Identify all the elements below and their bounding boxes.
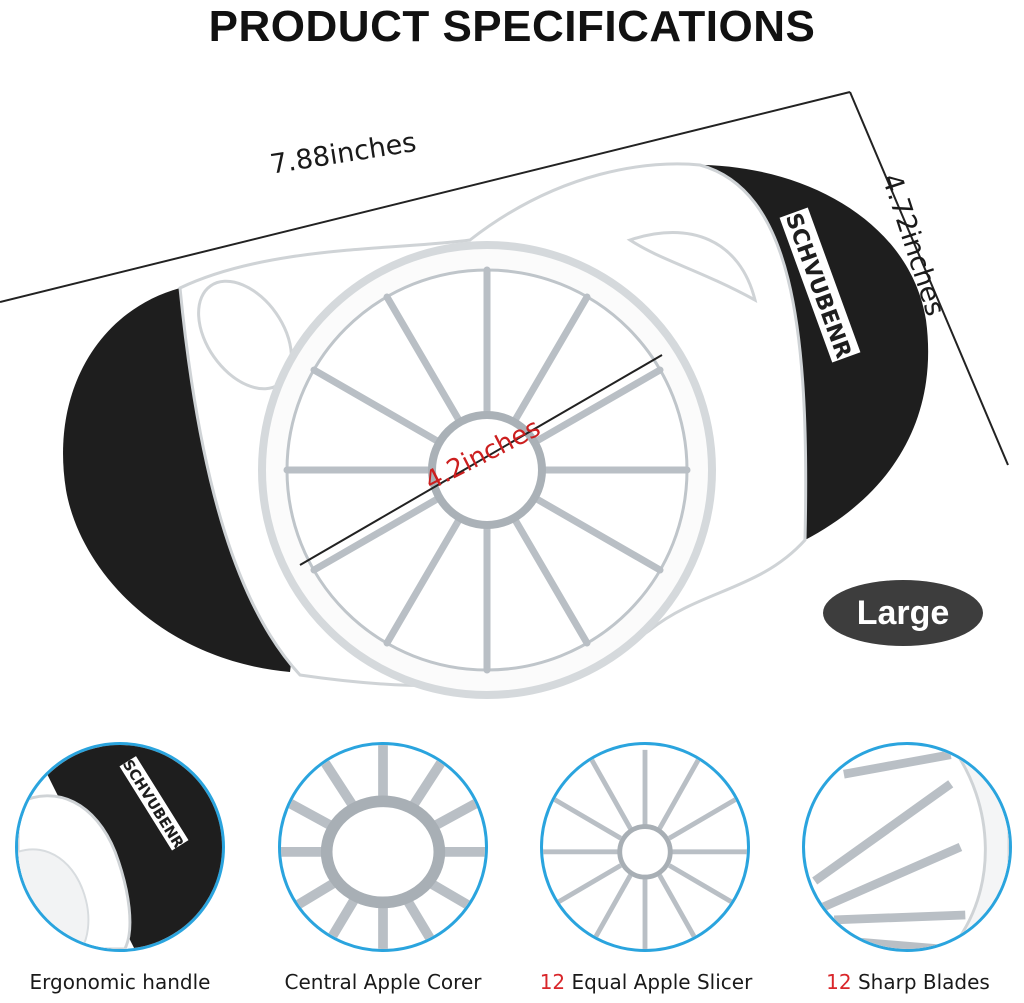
width-dimension-line	[849, 91, 1009, 466]
blade	[531, 366, 664, 446]
feature-caption-number: 12	[826, 970, 852, 994]
diameter-dimension-line	[299, 354, 663, 566]
handle-closeup-icon: SCHVUBENR	[18, 745, 222, 949]
blade	[383, 514, 464, 647]
blade	[383, 293, 464, 426]
blade	[310, 494, 443, 574]
blades	[283, 266, 691, 674]
feature-caption-corer: Central Apple Corer	[255, 970, 511, 994]
feature-blades-circle	[802, 742, 1012, 952]
product-image: SCHVUBENR	[0, 70, 1024, 710]
slicer-closeup-icon	[543, 749, 747, 949]
blade	[531, 494, 664, 574]
blade	[510, 514, 591, 647]
corer-closeup-icon	[281, 745, 485, 949]
feature-slicer-circle	[540, 742, 750, 952]
blades-closeup-icon	[805, 745, 1009, 949]
right-grip-hole	[626, 231, 758, 303]
feature-caption-text: Central Apple Corer	[284, 970, 482, 994]
apple-slicer-illustration: SCHVUBENR	[0, 91, 1009, 699]
blade	[510, 293, 591, 426]
feature-caption-blades: 12 Sharp Blades	[780, 970, 1024, 994]
feature-caption-handle: Ergonomic handle	[0, 970, 248, 994]
blade	[310, 366, 443, 446]
size-badge: Large	[823, 580, 983, 646]
length-dimension-line	[0, 91, 851, 303]
feature-caption-text: Equal Apple Slicer	[565, 970, 753, 994]
feature-caption-number: 12	[539, 970, 566, 994]
feature-handle-circle: SCHVUBENR	[15, 742, 225, 952]
page-title: PRODUCT SPECIFICATIONS	[208, 2, 816, 51]
feature-caption-text: Ergonomic handle	[29, 970, 211, 994]
feature-caption-slicer: 12 Equal Apple Slicer	[518, 970, 774, 994]
feature-corer-circle	[278, 742, 488, 952]
central-corer	[428, 411, 546, 529]
feature-caption-text: Sharp Blades	[851, 970, 990, 994]
